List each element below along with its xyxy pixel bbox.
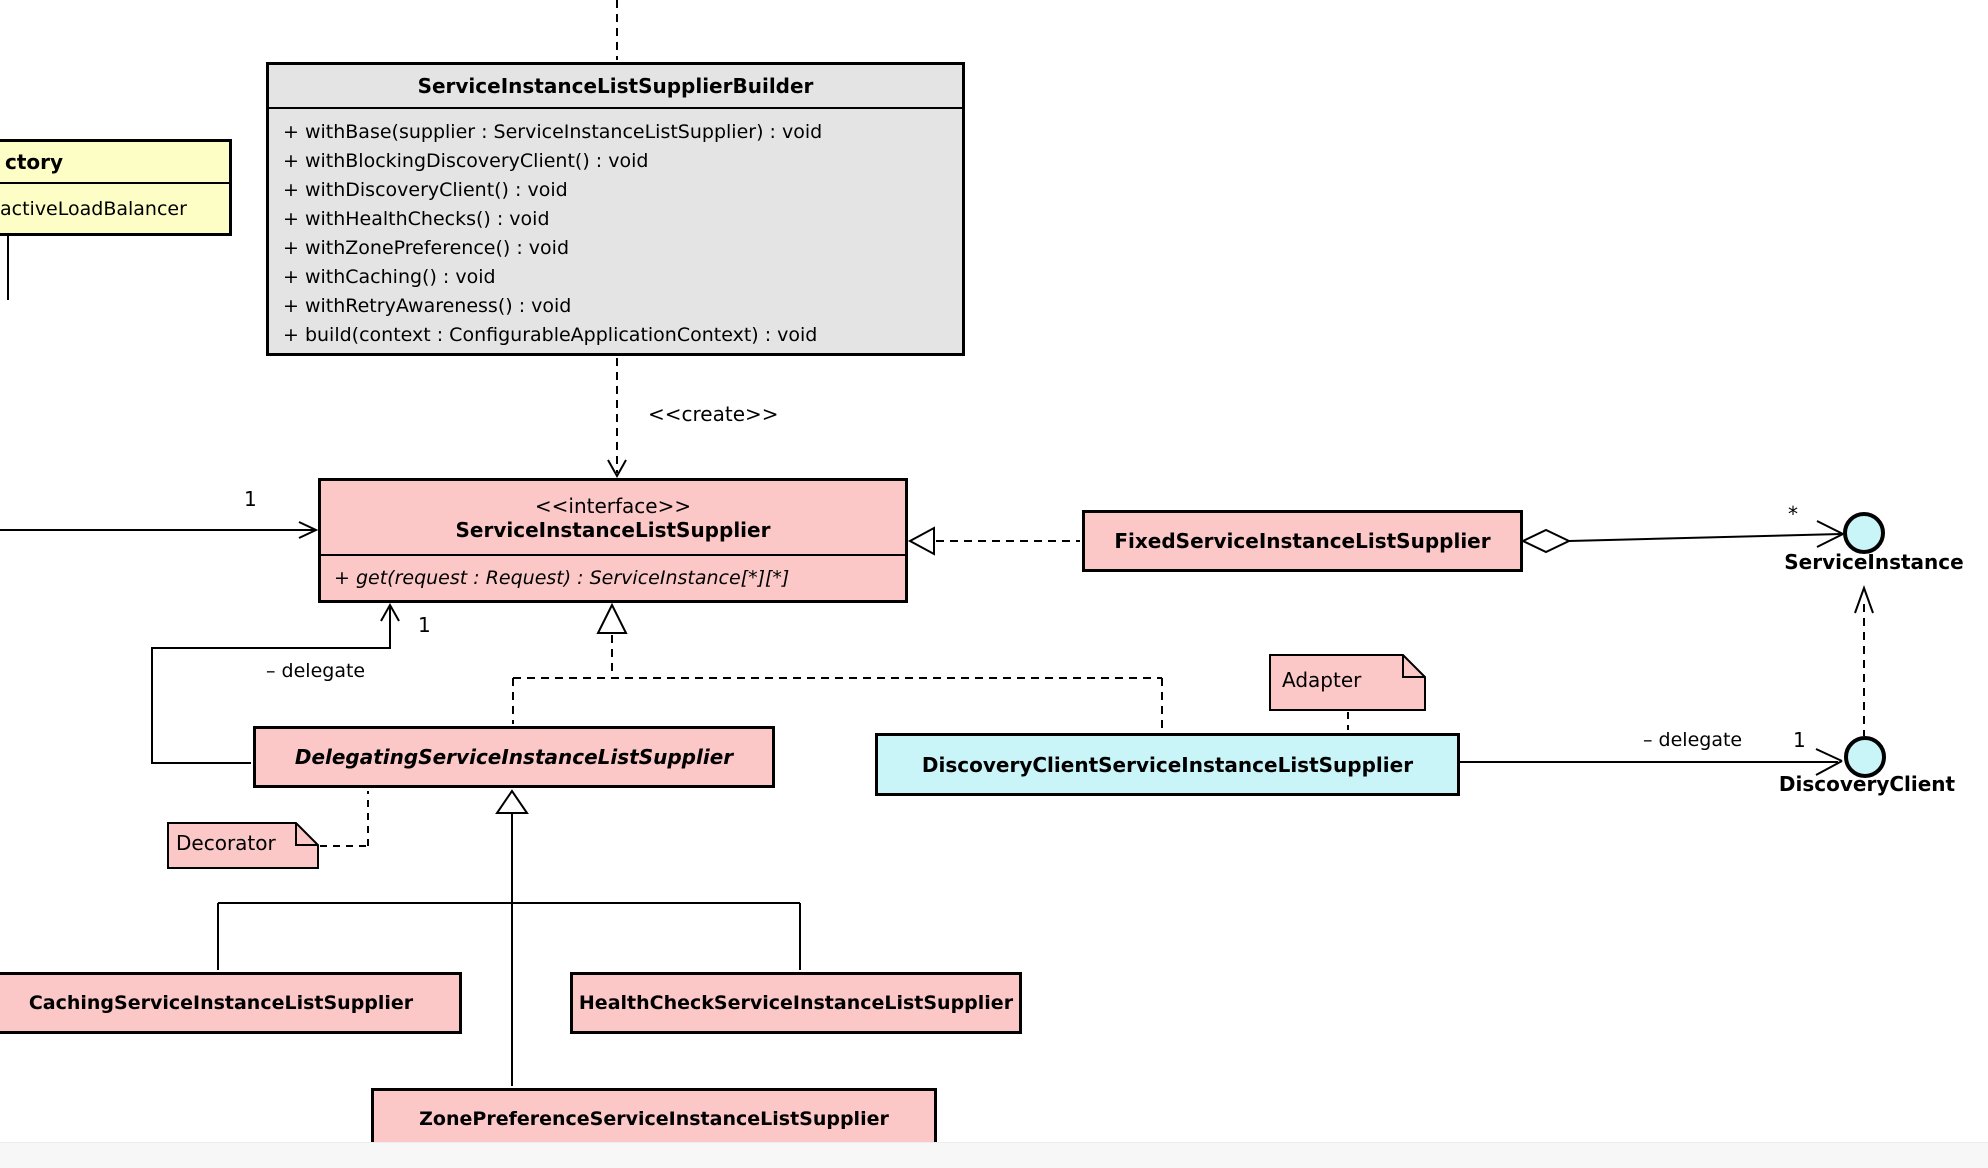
class-box-caching-service-instance-list-supplier: CachingServiceInstanceListSupplier: [0, 972, 462, 1034]
interface-title: <<interface>> ServiceInstanceListSupplie…: [321, 481, 905, 556]
delegate-role-label-left: – delegate: [266, 660, 366, 682]
create-arrowhead: [607, 459, 627, 479]
interface-name: ServiceInstanceListSupplier: [455, 517, 771, 542]
service-instance-association-line: [1568, 533, 1842, 542]
method-row: + build(context : ConfigurableApplicatio…: [283, 324, 818, 346]
method-row: + withDiscoveryClient() : void: [283, 179, 568, 201]
fixed-realization-triangle: [907, 526, 935, 556]
aggregation-diamond: [1520, 528, 1572, 554]
method-row: + withZonePreference() : void: [283, 237, 570, 259]
adapter-note-shape: [1269, 654, 1426, 711]
interface-stereotype: <<interface>>: [534, 493, 692, 518]
discovery-delegate-arrowhead: [1815, 748, 1843, 776]
delegate-association-line: [151, 607, 391, 764]
multiplicity-star: *: [1788, 502, 1798, 526]
method-row: + withBlockingDiscoveryClient() : void: [283, 150, 649, 172]
service-instance-arrowhead: [1816, 520, 1844, 548]
service-instance-label: ServiceInstance: [1784, 550, 1964, 574]
builder-class-name: ServiceInstanceListSupplierBuilder: [269, 65, 962, 109]
method-row: + withBase(supplier : ServiceInstanceLis…: [283, 121, 823, 143]
window-bottom-strip: [0, 1142, 1988, 1168]
realization-triangle: [596, 602, 628, 634]
method-row: + withHealthChecks() : void: [283, 208, 550, 230]
discovery-client-lollipop-icon: [1844, 736, 1886, 778]
factory-title: ctory: [0, 142, 229, 184]
method-row: + withRetryAwareness() : void: [283, 295, 572, 317]
left-association-arrowhead: [298, 521, 319, 539]
service-instance-lollipop-icon: [1843, 512, 1885, 554]
decorator-note-shape: [167, 822, 319, 869]
class-box-service-instance-list-supplier-interface: <<interface>> ServiceInstanceListSupplie…: [318, 478, 908, 603]
decorator-note-connector: [320, 791, 369, 847]
multiplicity-one-left: 1: [244, 487, 257, 511]
class-box-discovery-client-service-instance-list-supplier: DiscoveryClientServiceInstanceListSuppli…: [875, 733, 1460, 796]
builder-method-list: + withBase(supplier : ServiceInstanceLis…: [269, 109, 962, 350]
discovery-client-label: DiscoveryClient: [1778, 772, 1956, 796]
class-box-delegating-service-instance-list-supplier: DelegatingServiceInstanceListSupplier: [253, 726, 775, 788]
multiplicity-one-delegate: 1: [418, 613, 431, 637]
class-box-zone-preference-service-instance-list-supplier: ZonePreferenceServiceInstanceListSupplie…: [371, 1088, 937, 1150]
generalization-triangle: [495, 789, 529, 814]
delegate-role-label-right: – delegate: [1643, 729, 1743, 751]
decorator-note-label: Decorator: [176, 831, 276, 855]
lollipop-dependency-arrowhead: [1854, 585, 1874, 614]
interface-method: + get(request : Request) : ServiceInstan…: [334, 567, 790, 589]
create-stereotype-label: <<create>>: [648, 402, 779, 426]
class-box-service-instance-list-supplier-builder: ServiceInstanceListSupplierBuilder + wit…: [266, 62, 965, 356]
class-box-factory-partial: ctory activeLoadBalancer: [0, 139, 232, 236]
method-row: + withCaching() : void: [283, 266, 496, 288]
class-box-fixed-service-instance-list-supplier: FixedServiceInstanceListSupplier: [1082, 510, 1523, 572]
factory-member-row: activeLoadBalancer: [0, 197, 187, 220]
class-box-health-check-service-instance-list-supplier: HealthCheckServiceInstanceListSupplier: [570, 972, 1022, 1034]
delegate-association-arrowhead: [380, 602, 400, 622]
multiplicity-one-right: 1: [1793, 728, 1806, 752]
adapter-note-label: Adapter: [1282, 668, 1362, 692]
